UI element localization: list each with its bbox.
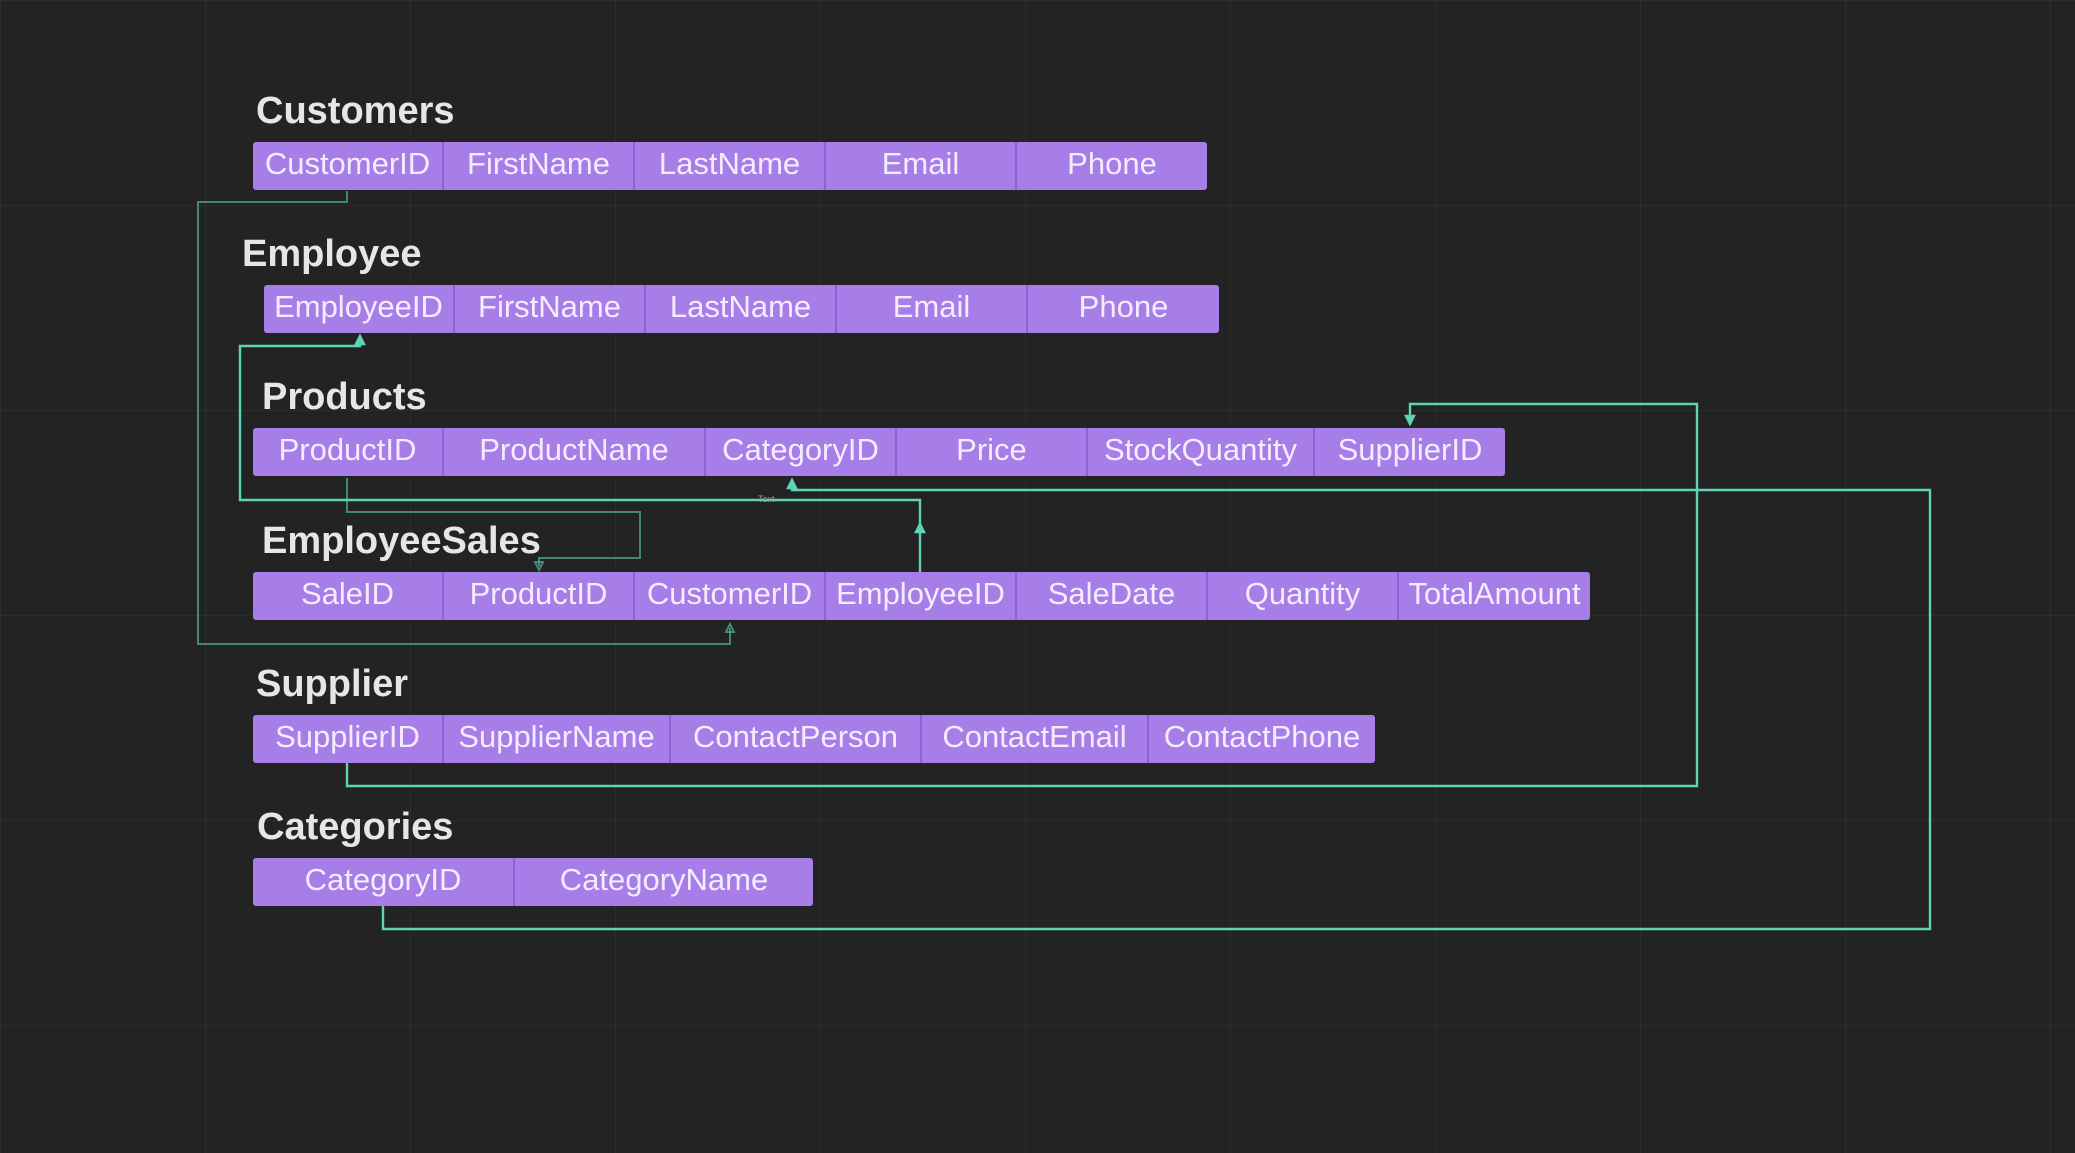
field-firstname[interactable]: FirstName: [444, 142, 635, 190]
field-supplierid[interactable]: SupplierID: [253, 715, 444, 763]
field-phone[interactable]: Phone: [1078, 289, 1169, 324]
table-title-customers: Customers: [256, 90, 455, 132]
field-firstname[interactable]: FirstName: [455, 285, 646, 333]
table-title-employeesales: EmployeeSales: [262, 520, 541, 562]
arrow-head: [533, 561, 545, 573]
field-categoryid[interactable]: CategoryID: [253, 858, 515, 906]
field-totalamount[interactable]: TotalAmount: [1408, 576, 1581, 611]
field-productname[interactable]: ProductName: [444, 428, 706, 476]
field-quantity[interactable]: Quantity: [1208, 572, 1399, 620]
field-email[interactable]: Email: [826, 142, 1017, 190]
field-supplierid[interactable]: SupplierID: [1337, 432, 1483, 467]
table-title-supplier: Supplier: [256, 663, 409, 705]
field-contactphone[interactable]: ContactPhone: [1163, 719, 1361, 754]
field-saleid[interactable]: SaleID: [253, 572, 444, 620]
field-suppliername[interactable]: SupplierName: [444, 715, 671, 763]
field-productid[interactable]: ProductID: [444, 572, 635, 620]
field-lastname[interactable]: LastName: [646, 285, 837, 333]
field-customerid[interactable]: CustomerID: [635, 572, 826, 620]
table-products: ProductID ProductName CategoryID Price S…: [253, 428, 1505, 476]
table-categories: CategoryID CategoryName: [253, 858, 813, 906]
arrow-head: [1404, 414, 1416, 427]
arrow-head: [914, 521, 926, 534]
arrow-head: [354, 333, 366, 346]
field-contactperson[interactable]: ContactPerson: [671, 715, 922, 763]
table-title-categories: Categories: [257, 806, 454, 848]
table-customers: CustomerID FirstName LastName Email Phon…: [253, 142, 1207, 190]
field-employeeid[interactable]: EmployeeID: [826, 572, 1017, 620]
connector-label: Text: [758, 494, 775, 504]
field-categoryname[interactable]: CategoryName: [559, 862, 769, 897]
field-saledate[interactable]: SaleDate: [1017, 572, 1208, 620]
table-title-employee: Employee: [242, 233, 422, 275]
arrow-head: [786, 477, 798, 490]
field-lastname[interactable]: LastName: [635, 142, 826, 190]
field-contactemail[interactable]: ContactEmail: [922, 715, 1149, 763]
field-customerid[interactable]: CustomerID: [253, 142, 444, 190]
field-stockquantity[interactable]: StockQuantity: [1088, 428, 1315, 476]
table-supplier: SupplierID SupplierName ContactPerson Co…: [253, 715, 1375, 763]
field-productid[interactable]: ProductID: [253, 428, 444, 476]
arrow-head: [724, 621, 736, 633]
table-employee: EmployeeID FirstName LastName Email Phon…: [264, 285, 1219, 333]
field-categoryid[interactable]: CategoryID: [706, 428, 897, 476]
field-phone[interactable]: Phone: [1067, 146, 1157, 181]
field-price[interactable]: Price: [897, 428, 1088, 476]
table-employeesales: SaleID ProductID CustomerID EmployeeID S…: [253, 572, 1590, 620]
table-title-products: Products: [262, 376, 427, 418]
field-employeeid[interactable]: EmployeeID: [264, 285, 455, 333]
field-email[interactable]: Email: [837, 285, 1028, 333]
